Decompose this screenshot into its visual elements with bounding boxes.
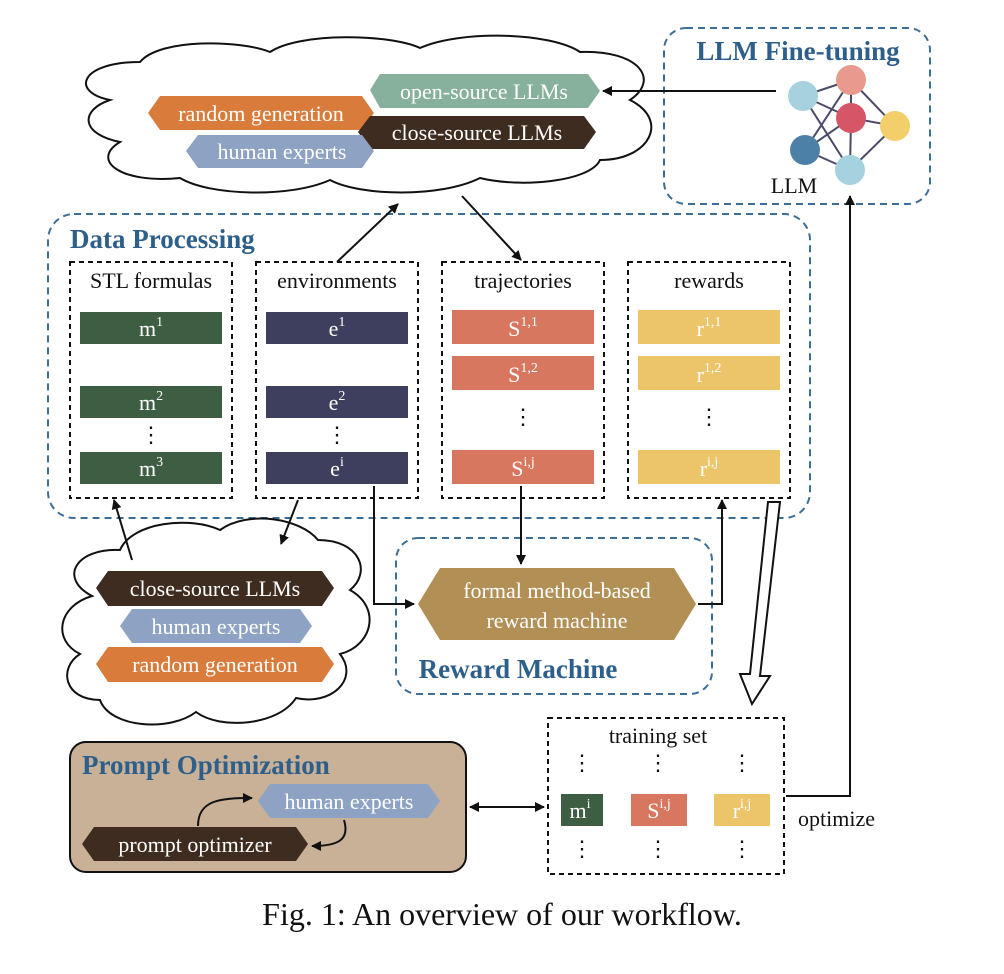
cell-label: e1	[329, 315, 346, 341]
cell-label: m2	[139, 389, 163, 415]
optimize-label: optimize	[798, 806, 875, 831]
top-cloud: open-source LLMs random generation close…	[85, 34, 653, 194]
human-experts-label: human experts	[218, 139, 347, 164]
open-source-llms-tag	[370, 74, 600, 108]
ellipsis: ⋮	[731, 836, 753, 861]
cell-label: ri,j	[733, 797, 752, 823]
training-set-title: training set	[609, 723, 707, 748]
column-title: STL formulas	[90, 268, 212, 293]
human-experts-tag	[258, 784, 440, 818]
optimizer-to-experts-arrow	[197, 793, 253, 827]
open-source-llms-label: open-source LLMs	[400, 79, 568, 104]
column-title: rewards	[674, 268, 744, 293]
data-cell	[80, 452, 222, 484]
reward-machine-line1: formal method-based	[463, 578, 651, 603]
optimize-arrow	[786, 195, 855, 797]
data-cell	[80, 386, 222, 418]
ellipsis: ⋮	[647, 836, 669, 861]
data-cell	[266, 312, 408, 344]
reward-machine-block	[418, 568, 696, 640]
data-cell	[452, 356, 594, 390]
ellipsis: ⋮	[731, 750, 753, 775]
prompt-optimization-title: Prompt Optimization	[82, 750, 330, 780]
cell-label: ri,j	[700, 455, 719, 481]
prompt-optimizer-label: prompt optimizer	[118, 832, 272, 857]
close-source-llms-tag	[358, 116, 596, 149]
cell-label: S1,1	[508, 315, 538, 341]
random-generation-tag	[148, 96, 374, 130]
close-source-llms-label: close-source LLMs	[130, 576, 300, 601]
llm-finetuning-panel: LLM Fine-tuning LLM	[663, 27, 931, 205]
cell-label: ei	[330, 455, 344, 481]
ellipsis: ⋮	[140, 422, 162, 447]
data-processing-panel: Data Processing STL formulas environment…	[47, 213, 811, 519]
ellipsis: ⋮	[571, 836, 593, 861]
random-generation-tag	[96, 647, 334, 682]
training-set-panel: training set ⋮ ⋮ ⋮ mi Si,j ri,j ⋮ ⋮ ⋮	[547, 717, 785, 875]
cell-label: Si,j	[511, 455, 535, 481]
data-cell	[638, 450, 780, 484]
cell-label: m3	[139, 455, 163, 481]
llm-finetuning-title: LLM Fine-tuning	[696, 36, 900, 66]
human-experts-label: human experts	[285, 789, 414, 814]
training-cell	[561, 794, 603, 826]
figure-caption: Fig. 1: An overview of our workflow.	[262, 896, 742, 932]
human-experts-label: human experts	[152, 614, 281, 639]
neural-network-icon	[788, 65, 910, 185]
cell-label: m1	[139, 315, 163, 341]
data-cell	[266, 452, 408, 484]
close-source-llms-tag	[96, 571, 334, 606]
prompt-optimization-panel: Prompt Optimization human experts prompt…	[69, 741, 467, 873]
stl-formulas-column	[69, 261, 233, 499]
cell-label: e2	[329, 389, 346, 415]
data-cell	[452, 450, 594, 484]
cell-label: mi	[569, 797, 590, 823]
random-generation-label: random generation	[178, 101, 344, 126]
reward-machine-to-rewards-arrow	[698, 499, 727, 605]
ellipsis: ⋮	[571, 750, 593, 775]
ellipsis: ⋮	[647, 750, 669, 775]
cell-label: Si,j	[647, 797, 671, 823]
ellipsis: ⋮	[698, 404, 720, 429]
experts-to-optimizer-arrow	[311, 819, 347, 851]
cloud-to-trajectories-arrow	[461, 195, 522, 261]
trajectories-column	[441, 261, 605, 499]
cell-label: S1,2	[508, 361, 538, 387]
training-cell	[714, 794, 770, 826]
rewards-column	[627, 261, 791, 499]
reward-machine-line2: reward machine	[486, 608, 627, 633]
data-cell	[452, 310, 594, 344]
cell-label: r1,2	[697, 361, 722, 387]
close-source-llms-label: close-source LLMs	[392, 120, 562, 145]
reward-machine-panel: formal method-based reward machine Rewar…	[395, 537, 713, 695]
data-cell	[638, 310, 780, 344]
column-title: trajectories	[474, 268, 572, 293]
data-cell	[638, 356, 780, 390]
data-cell	[266, 386, 408, 418]
cell-label: r1,1	[697, 315, 722, 341]
ellipsis: ⋮	[512, 404, 534, 429]
environments-to-cloud-arrow	[336, 203, 399, 263]
data-processing-title: Data Processing	[70, 224, 255, 254]
bottom-cloud: close-source LLMs human experts random g…	[61, 517, 371, 726]
hollow-arrow-to-training-set	[738, 501, 782, 707]
reward-machine-title: Reward Machine	[419, 654, 618, 684]
data-cell	[80, 312, 222, 344]
ellipsis: ⋮	[326, 422, 348, 447]
llm-label: LLM	[771, 173, 817, 198]
human-experts-tag	[186, 135, 374, 168]
random-generation-label: random generation	[132, 652, 298, 677]
environments-to-cloud-arrow	[279, 499, 299, 545]
environment-to-reward-machine-arrow	[373, 486, 415, 609]
cloud-to-stl-arrow	[111, 499, 133, 561]
column-title: environments	[277, 268, 397, 293]
prompt-optimizer-tag	[82, 827, 308, 861]
training-cell	[631, 794, 687, 826]
human-experts-tag	[120, 609, 312, 643]
